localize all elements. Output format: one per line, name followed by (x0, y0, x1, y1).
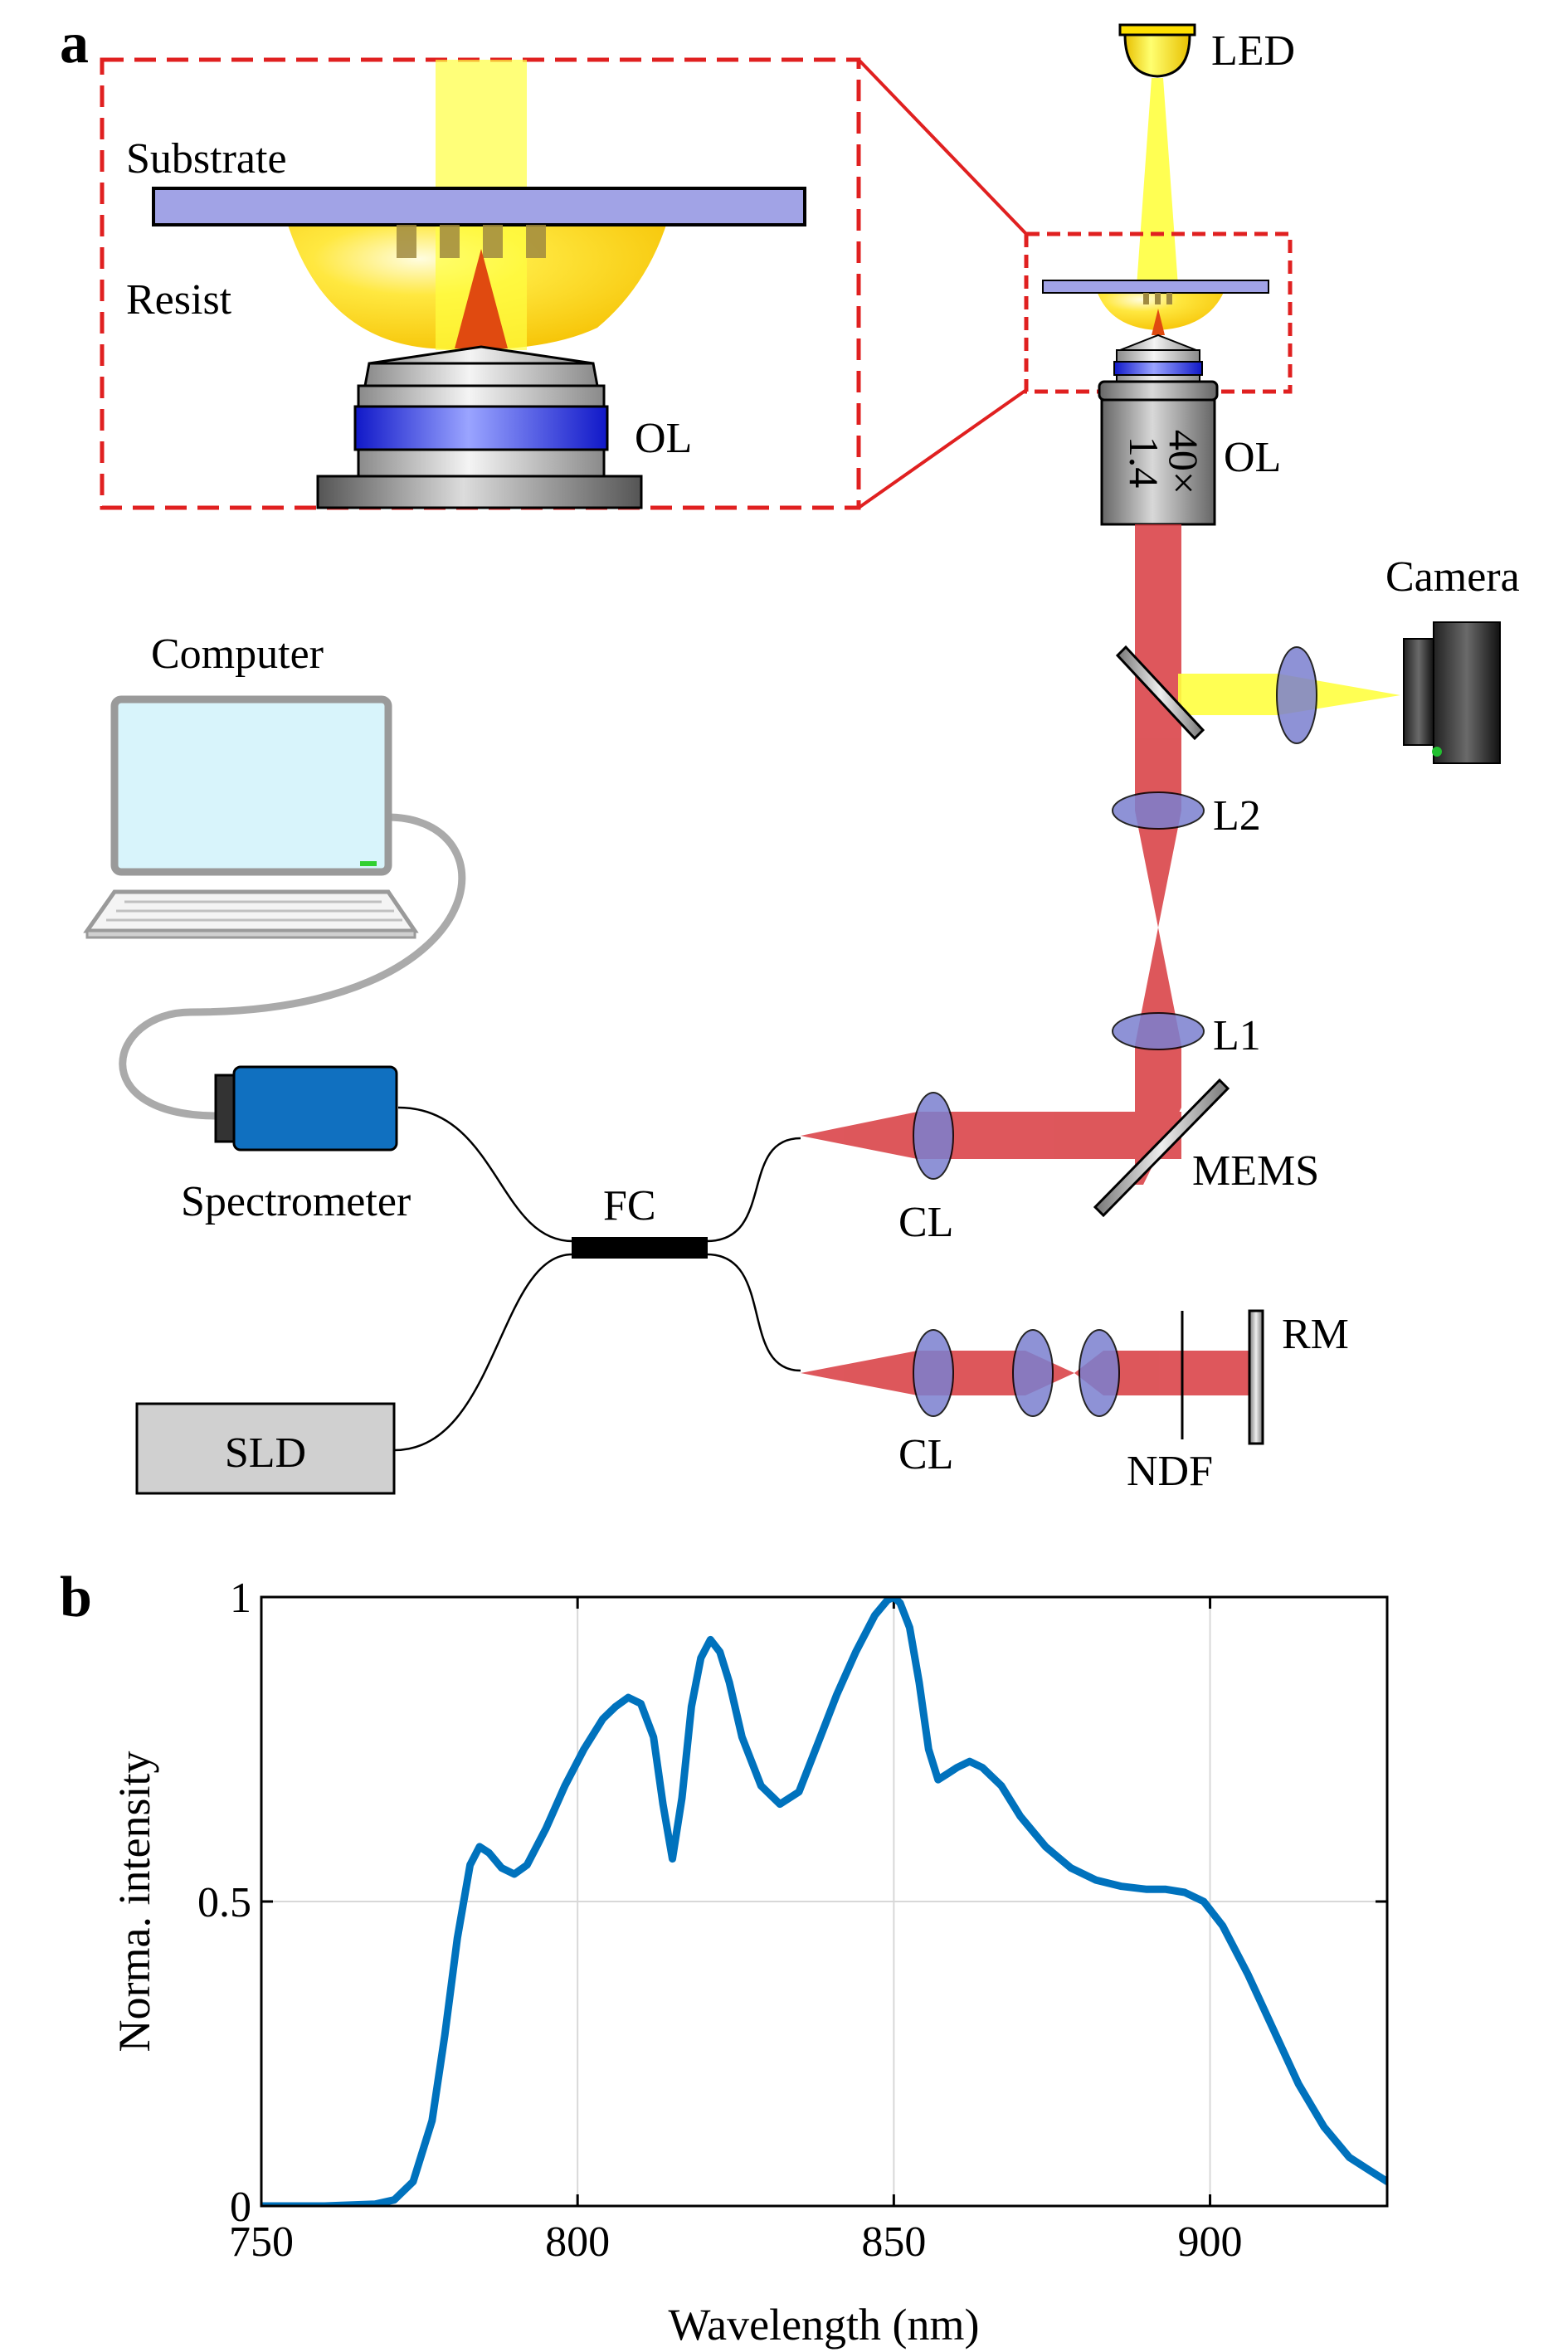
zoom-dashed-box (1024, 231, 1293, 394)
lens-cl-top (913, 1092, 954, 1180)
chart-ticks: 750 800 850 900 0 0.5 1 (197, 1575, 1387, 2266)
led-source: LED (1118, 23, 1295, 78)
label-fc: FC (603, 1182, 656, 1230)
inset-red-cone (455, 249, 508, 348)
inset-objective-base (316, 475, 643, 509)
label-led: LED (1211, 27, 1295, 75)
label-cl-top: CL (898, 1199, 953, 1246)
y-tick-label: 0.5 (197, 1879, 251, 1926)
label-sld: SLD (225, 1429, 306, 1477)
lens-l2 (1112, 791, 1205, 830)
x-tick-label: 850 (861, 2218, 926, 2266)
inset-objective-top (363, 362, 599, 387)
lens-ref-2 (1079, 1329, 1120, 1417)
red-beam-sample-arm (801, 524, 1181, 1185)
small-substrate (1042, 280, 1269, 294)
x-axis-label: Wavelength (nm) (668, 2300, 979, 2350)
label-ol-main: OL (1224, 434, 1281, 481)
computer: Computer (83, 631, 419, 939)
x-tick-label: 750 (229, 2218, 294, 2266)
camera-icon (1433, 621, 1501, 764)
objective-magnification: 40× (1161, 430, 1207, 494)
x-tick-label: 800 (545, 2218, 610, 2266)
fibers (393, 1106, 801, 1452)
label-l1: L1 (1213, 1012, 1261, 1059)
inset-objective-band (353, 405, 609, 451)
small-structures (1143, 293, 1172, 304)
label-ndf: NDF (1127, 1448, 1213, 1495)
sld-box (135, 1402, 396, 1495)
mems-mirror (1093, 1078, 1230, 1218)
objective-na: 1.4 (1121, 436, 1167, 489)
label-resist: Resist (126, 276, 232, 324)
usb-cable (119, 813, 466, 1120)
y-axis-label: Norma. intensity (110, 1751, 159, 2053)
camera-lens (1276, 646, 1317, 744)
small-resist-blob (1095, 286, 1226, 330)
label-spectrometer: Spectrometer (181, 1178, 411, 1225)
panel-label-b: b (60, 1566, 92, 1629)
led-icon (1123, 33, 1191, 78)
label-mems: MEMS (1192, 1147, 1319, 1195)
label-camera: Camera (1385, 553, 1520, 601)
label-ol-inset: OL (635, 415, 692, 462)
zoom-line-top (857, 58, 1028, 236)
sld-source: SLD (135, 1402, 396, 1495)
panel-label-a: a (60, 12, 89, 75)
main-objective: 40× 1.4 OL (1098, 334, 1281, 526)
label-computer: Computer (151, 631, 324, 678)
computer-screen (110, 695, 392, 876)
reference-mirror (1248, 1309, 1264, 1445)
inset-substrate (152, 187, 806, 226)
fiber-coupler (572, 1237, 708, 1259)
lens-cl-bottom (913, 1329, 954, 1417)
zoom-line-bottom (857, 388, 1028, 509)
objective-body (1100, 398, 1216, 526)
inset-zoom: Substrate Resist OL (100, 57, 1028, 510)
lens-ref-1 (1012, 1329, 1054, 1417)
spectrum-chart: 750 800 850 900 0 0.5 1 Wavelength (nm) Norma.… (110, 1575, 1389, 2350)
inset-structures (397, 225, 546, 258)
inset-dashed-box (100, 57, 861, 510)
plot-frame (260, 1595, 1389, 2208)
beam-splitter (1115, 645, 1205, 741)
x-tick-label: 900 (1178, 2218, 1243, 2266)
y-tick-label: 0 (230, 2184, 251, 2231)
label-l2: L2 (1213, 792, 1261, 840)
spectrometer-icon (232, 1065, 398, 1152)
spectrometer: Spectrometer (181, 1065, 411, 1225)
label-substrate: Substrate (126, 135, 287, 183)
series-line (261, 1597, 1387, 2206)
label-cl-bottom: CL (898, 1431, 953, 1478)
lens-l1 (1112, 1012, 1205, 1050)
led-beam (1137, 78, 1178, 286)
camera: Camera (1385, 553, 1520, 764)
y-tick-label: 1 (230, 1575, 251, 1622)
label-rm: RM (1282, 1311, 1349, 1358)
